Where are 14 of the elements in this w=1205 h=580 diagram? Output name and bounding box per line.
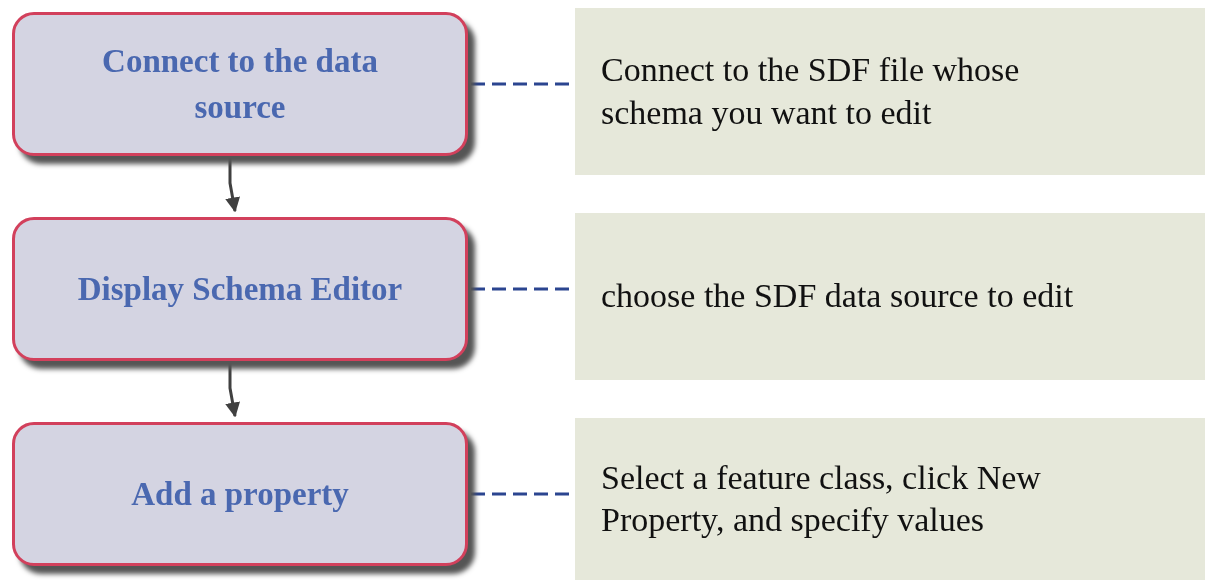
arrow (225, 363, 240, 418)
step-label: Add a property (130, 474, 350, 514)
arrow (225, 158, 240, 213)
process-box (12, 422, 468, 566)
process-box (12, 217, 468, 361)
step-label: Display Schema Editor (76, 269, 404, 309)
step-label: Connect to the data source (101, 41, 379, 127)
process-box (12, 12, 468, 156)
note-text: Select a feature class, click New Property, and specify values (601, 457, 1042, 540)
note-panel (575, 213, 1205, 380)
note-panel (575, 8, 1205, 175)
note-panel (575, 418, 1205, 580)
note-text: Connect to the SDF file whose schema you want to edit (601, 50, 1021, 133)
note-text: choose the SDF data source to edit (601, 276, 1074, 317)
